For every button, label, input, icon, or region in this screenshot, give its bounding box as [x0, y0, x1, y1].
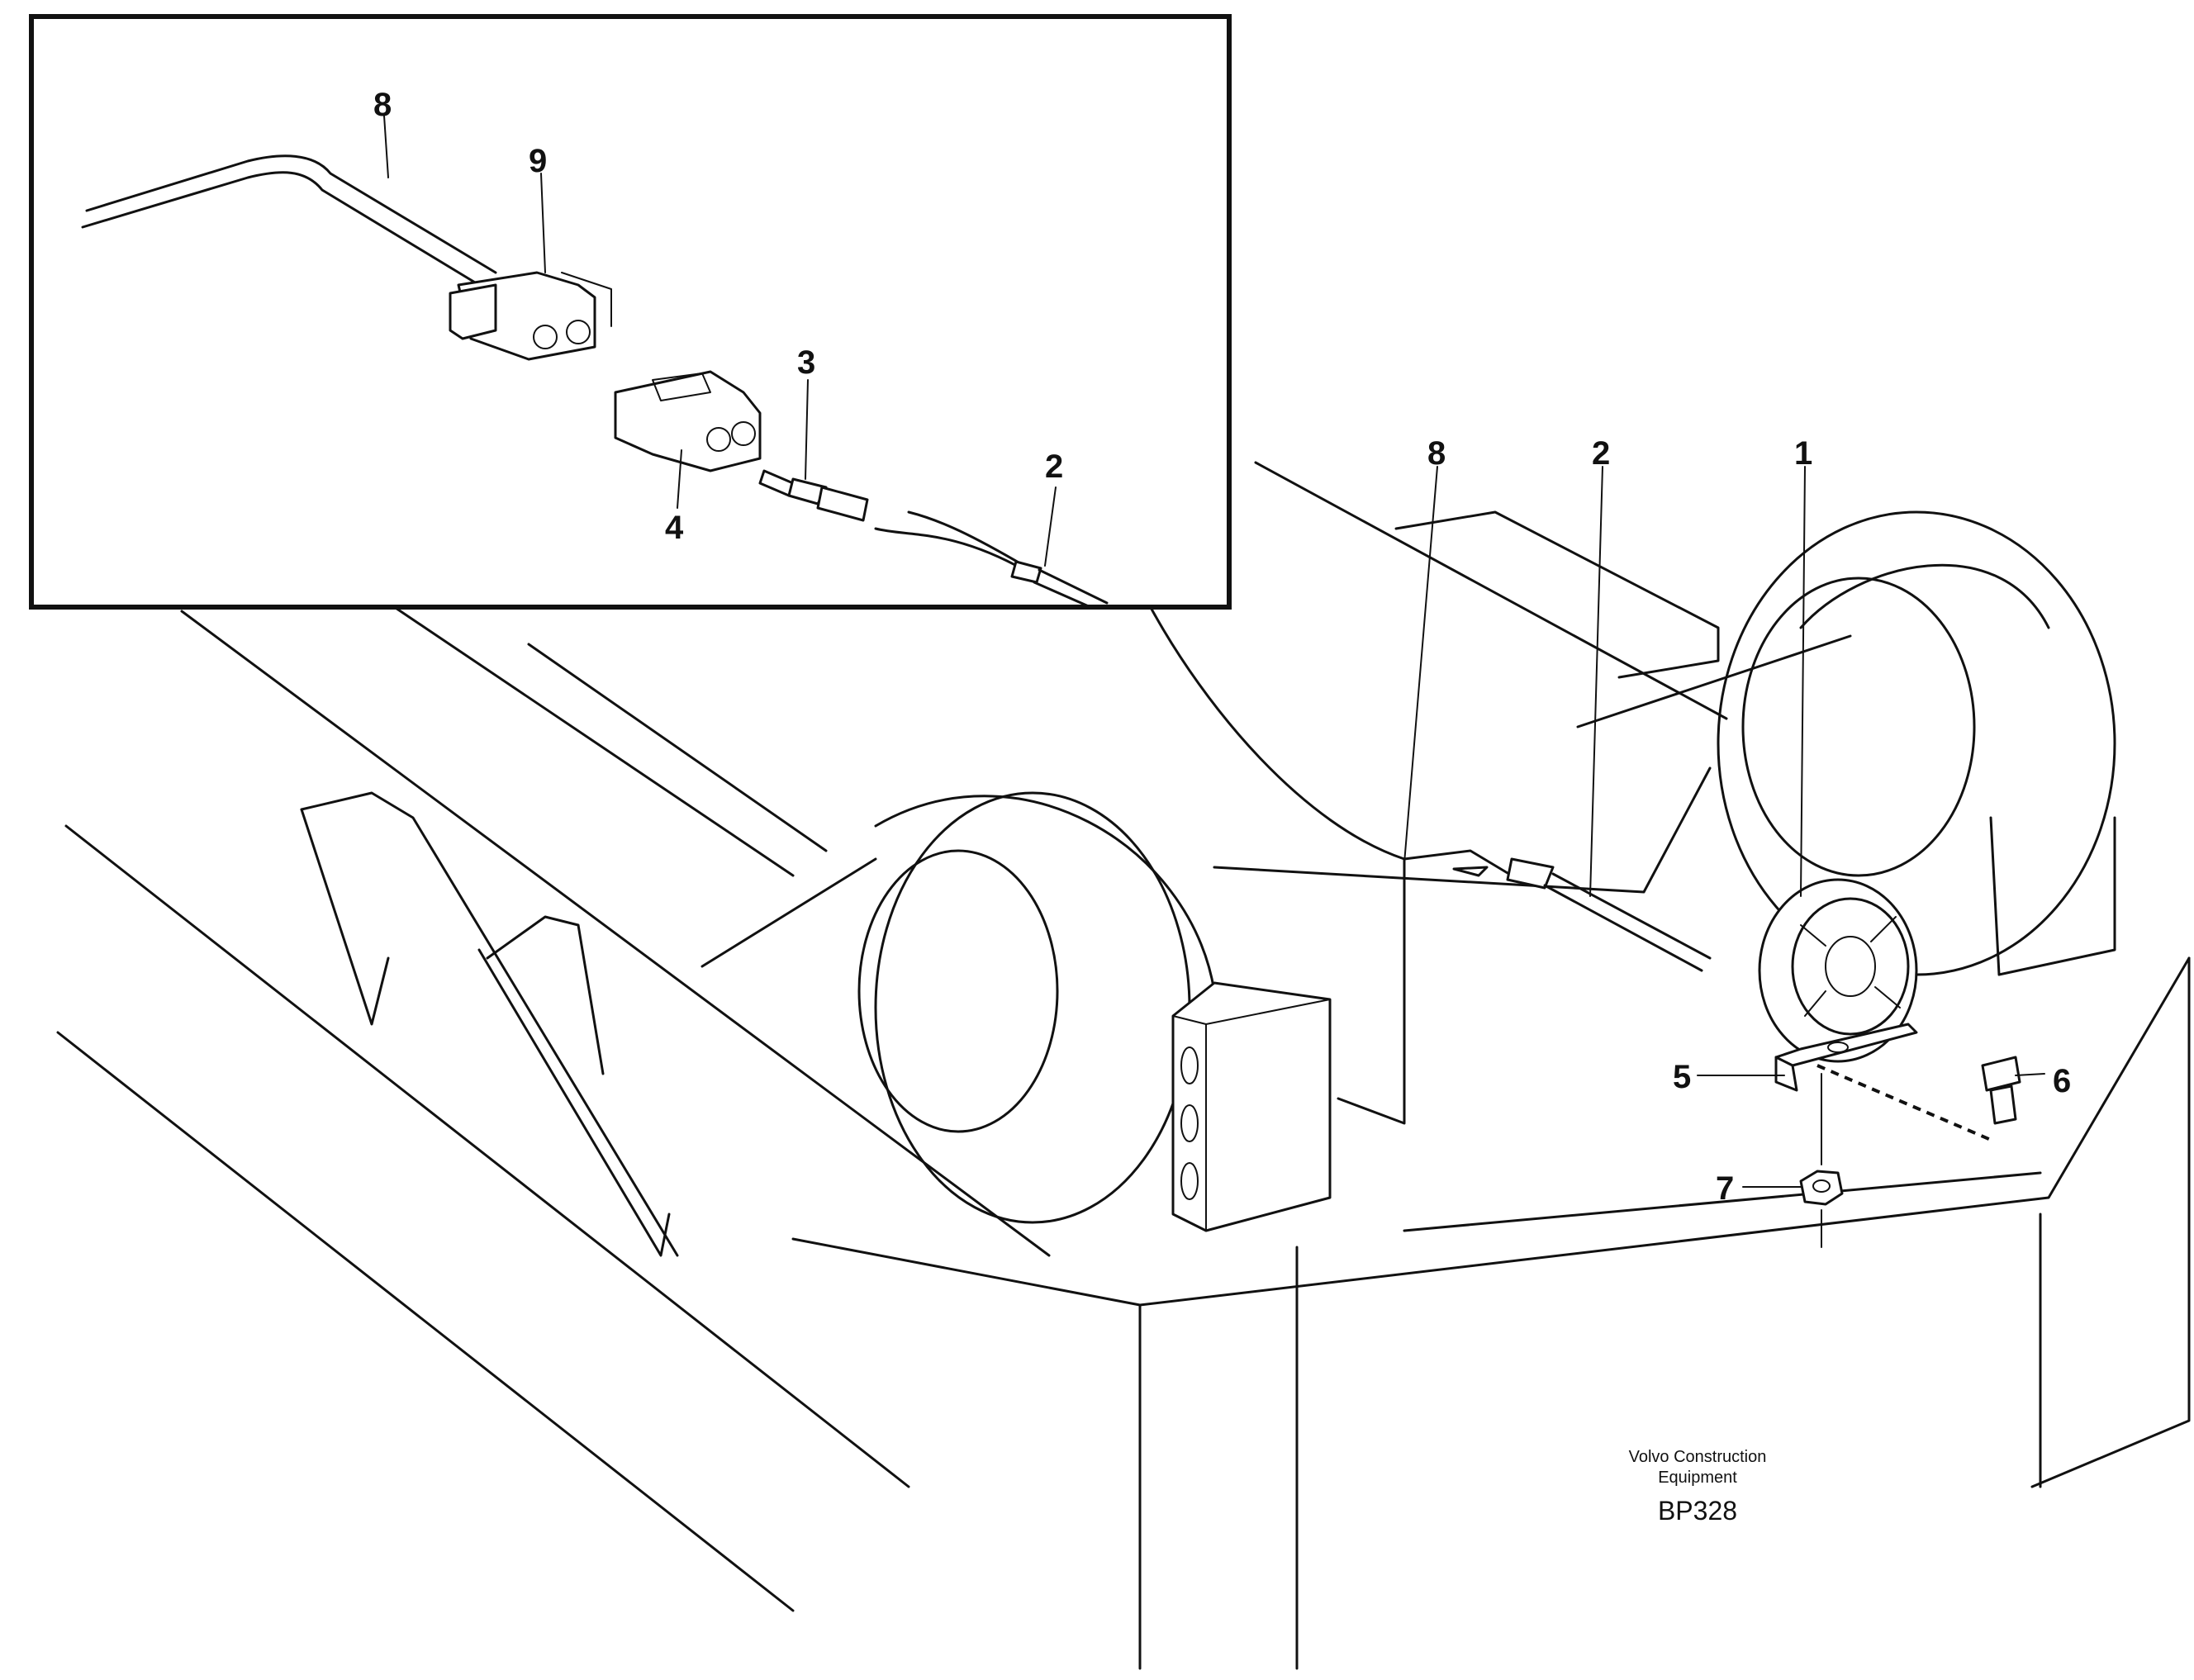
callout-main-7: 7 [1716, 1170, 1734, 1207]
machine-frame-drawing [56, 461, 2191, 1670]
callout-main-2: 2 [1592, 435, 1610, 472]
callout-inset-3: 3 [797, 344, 815, 381]
callout-main-6: 6 [2053, 1063, 2071, 1099]
callout-inset-4: 4 [665, 510, 684, 546]
callout-inset-2: 2 [1045, 448, 1063, 485]
credit-line-2: Equipment [1658, 1469, 1737, 1487]
callout-main-5: 5 [1673, 1059, 1691, 1095]
callout-inset-8: 8 [373, 87, 392, 123]
callout-main-8: 8 [1427, 435, 1446, 472]
callout-inset-9: 9 [529, 143, 547, 179]
speed-sensor [1758, 878, 1918, 1092]
callout-main-1: 1 [1794, 435, 1812, 472]
credit-line-1: Volvo Construction [1629, 1448, 1767, 1466]
detail-inset [29, 14, 1232, 610]
drawing-code: BP328 [1658, 1496, 1737, 1526]
